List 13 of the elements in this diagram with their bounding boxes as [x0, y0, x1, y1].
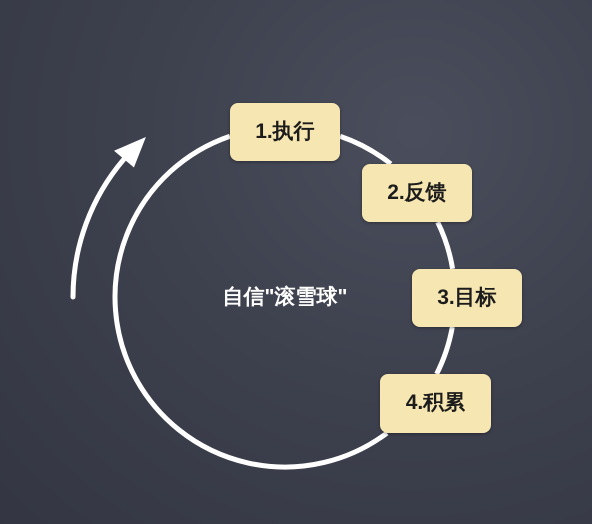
cycle-arc: [435, 221, 456, 270]
step-label: 2.反馈: [387, 180, 447, 206]
cycle-title: 自信"滚雪球": [222, 284, 348, 310]
step-label: 1.执行: [255, 118, 315, 145]
step-label: 4.积累: [406, 390, 466, 416]
step-label: 3.目标: [437, 284, 497, 311]
cycle-arc: [434, 326, 455, 376]
step-card: [230, 103, 340, 161]
step-card: [412, 269, 522, 327]
cycle-arc: [339, 134, 392, 166]
step-card: [362, 164, 472, 222]
cycle-arc: [112, 134, 388, 470]
step-card: [380, 374, 491, 433]
